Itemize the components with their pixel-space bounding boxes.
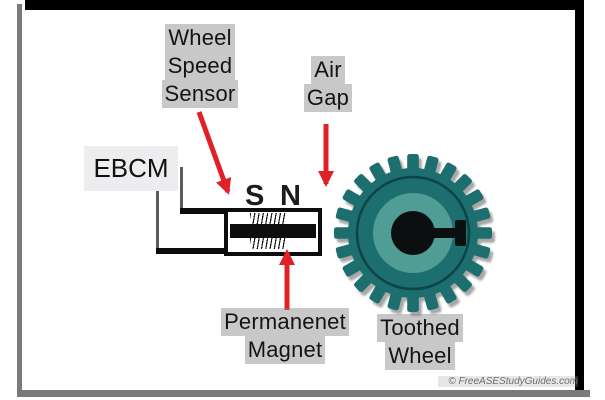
magnet-label-line2: Magnet [244, 336, 326, 364]
permanent-magnet-label: Permanenet Magnet [200, 308, 370, 364]
airgap-label-line2: Gap [303, 84, 353, 112]
magnet-label-line1: Permanenet [221, 308, 349, 336]
wheel-speed-sensor-label: Wheel Speed Sensor [140, 24, 260, 108]
toothed-wheel-graphic [334, 154, 492, 312]
north-pole-label: N [280, 180, 301, 212]
ebcm-wire-bottom-vertical [156, 191, 159, 253]
frame-right-edge [575, 0, 584, 391]
gear-inner-ring [355, 175, 471, 291]
wss-pointer-arrow [196, 111, 232, 195]
ebcm-wire-top-vertical [180, 167, 183, 213]
frame-bottom-edge [17, 390, 590, 397]
south-pole-label: S [245, 180, 265, 212]
frame-top-edge [25, 0, 584, 10]
wheel-label-line2: Wheel [385, 342, 455, 370]
wss-label-line1: Wheel [165, 24, 235, 52]
permanent-magnet-core [230, 224, 316, 238]
air-gap-label: Air Gap [288, 56, 368, 112]
ebcm-box: EBCM [84, 146, 178, 191]
gear-key-bar [455, 220, 466, 246]
ebcm-wire-top-horizontal [180, 208, 230, 214]
coil-winding-top [250, 213, 286, 224]
ebcm-wire-bottom-horizontal [156, 248, 230, 254]
coil-winding-bottom [250, 238, 286, 249]
wheel-label-line1: Toothed [377, 314, 463, 342]
watermark-text: © FreeASEStudyGuides.com [438, 376, 578, 387]
wss-label-line3: Sensor [161, 80, 239, 108]
gear-hub [391, 211, 435, 255]
toothed-wheel-label: Toothed Wheel [345, 314, 495, 370]
airgap-label-line1: Air [311, 56, 345, 84]
gear-key-stem [433, 228, 457, 238]
frame-left-edge [17, 4, 22, 392]
wss-label-line2: Speed [164, 52, 236, 80]
ebcm-label: EBCM [93, 153, 169, 183]
